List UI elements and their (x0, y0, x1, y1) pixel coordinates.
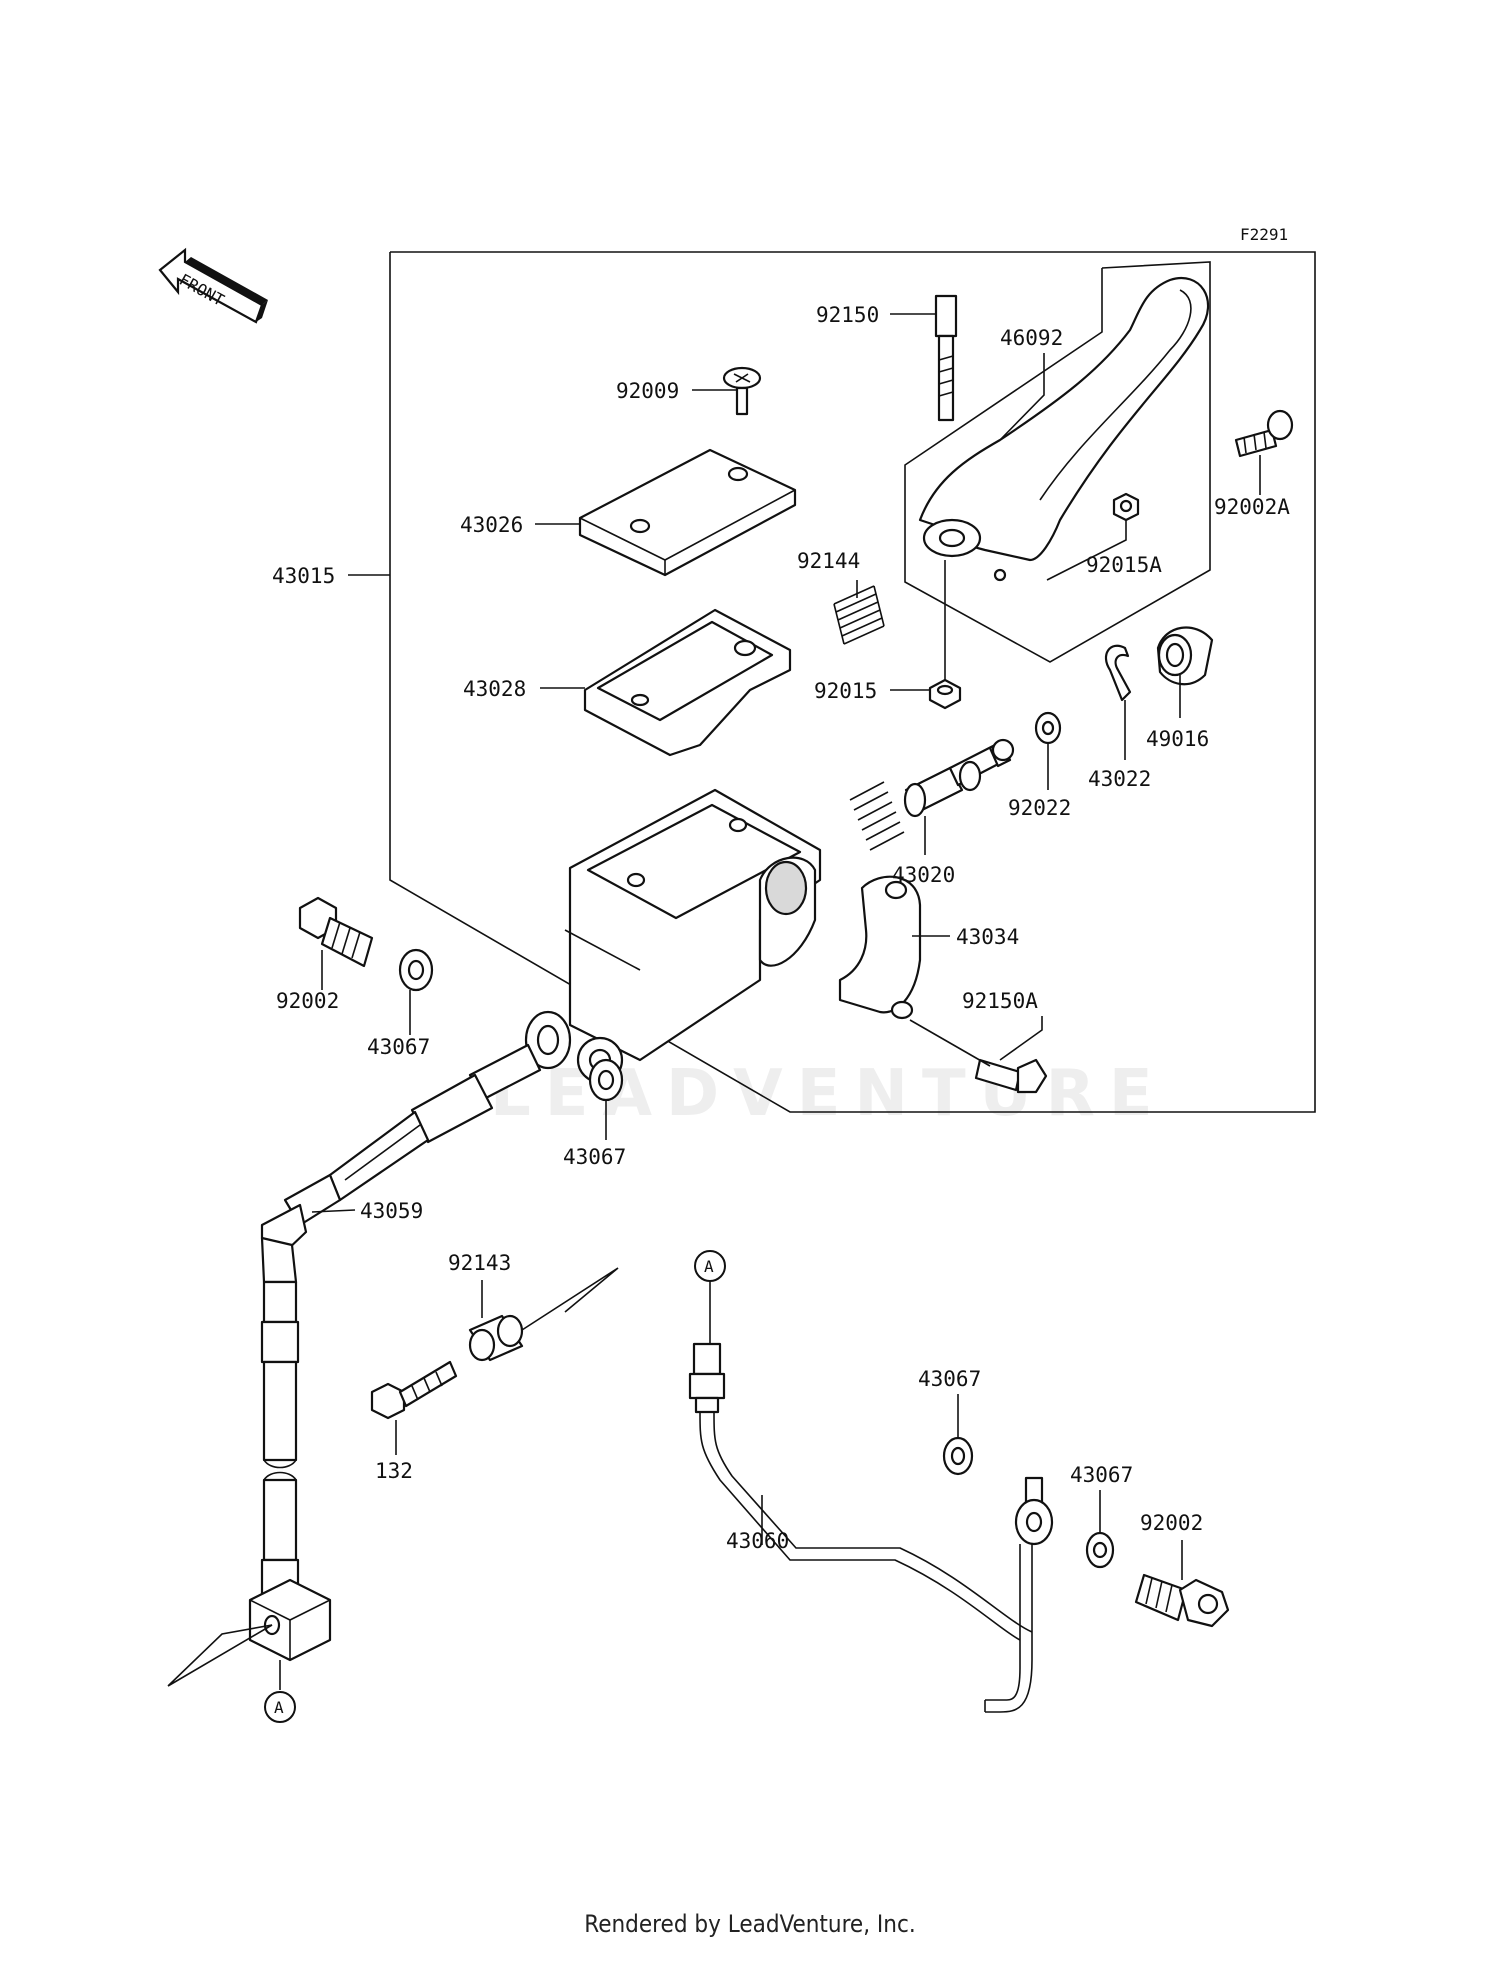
washer-43067-c (942, 1436, 974, 1476)
bolt-132 (370, 1360, 458, 1420)
clamp-43034 (838, 875, 922, 1020)
label-43028: 43028 (463, 677, 526, 701)
label-92143: 92143 (448, 1251, 511, 1275)
label-43067-d: 43067 (1070, 1463, 1133, 1487)
label-92009: 92009 (616, 379, 679, 403)
label-43067-c: 43067 (918, 1367, 981, 1391)
label-43022: 43022 (1088, 767, 1151, 791)
brake-pipe-43060 (688, 1342, 1054, 1713)
label-43020: 43020 (892, 863, 955, 887)
label-43067-b: 43067 (563, 1145, 626, 1169)
label-92015A: 92015A (1086, 553, 1162, 577)
label-92002-bottom: 92002 (1140, 1511, 1203, 1535)
label-43026: 43026 (460, 513, 523, 537)
label-43034: 43034 (956, 925, 1019, 949)
bolt-92002A (1234, 409, 1294, 458)
callout-a-bottom: A (264, 1691, 296, 1723)
label-92144: 92144 (797, 549, 860, 573)
label-43067-a: 43067 (367, 1035, 430, 1059)
label-43015: 43015 (272, 564, 335, 588)
cap-43026 (578, 448, 797, 577)
nut-92015A (1112, 492, 1140, 522)
label-43060: 43060 (726, 1529, 789, 1553)
boot-49016 (1156, 626, 1214, 686)
leader-lines (167, 313, 1261, 1690)
label-132: 132 (375, 1459, 413, 1483)
assembly-frame (389, 251, 1316, 1113)
callout-a-bottom-label: A (274, 1698, 284, 1717)
washer-43067-b (588, 1058, 624, 1102)
master-cylinder-body (564, 788, 822, 1084)
label-92015: 92015 (814, 679, 877, 703)
brake-hose-43059 (248, 1010, 572, 1662)
label-92022: 92022 (1008, 796, 1071, 820)
banjo-bolt-92002-top (298, 896, 374, 968)
lever-subframe (904, 261, 1211, 663)
adjuster-bolt-92150 (934, 294, 958, 422)
washer-92022 (1034, 711, 1062, 745)
label-46092: 46092 (1000, 326, 1063, 350)
lever-46092 (918, 277, 1210, 582)
callout-a-top: A (694, 1250, 726, 1282)
nut-92015 (928, 678, 962, 710)
diaphragm-43028 (583, 608, 792, 757)
label-92002A: 92002A (1214, 495, 1290, 519)
footer-credit: Rendered by LeadVenture, Inc. (584, 1910, 916, 1938)
washer-43067-d (1085, 1531, 1115, 1569)
label-92002-top: 92002 (276, 989, 339, 1013)
figure-code: F2291 (1240, 225, 1288, 244)
label-49016: 49016 (1146, 727, 1209, 751)
front-arrow-icon: FRONT (158, 247, 268, 324)
screw-92009 (722, 366, 762, 416)
label-92150A: 92150A (962, 989, 1038, 1013)
collar-92143 (468, 1314, 524, 1362)
label-92150: 92150 (816, 303, 879, 327)
piston-43020 (849, 738, 1015, 851)
label-43059: 43059 (360, 1199, 423, 1223)
callout-a-top-label: A (704, 1257, 714, 1276)
washer-43067-a (398, 948, 434, 992)
banjo-bolt-92002-bottom (1134, 1573, 1230, 1628)
bolt-92150A (974, 1058, 1048, 1094)
spring-92144 (833, 585, 885, 645)
circlip-43022 (1104, 644, 1132, 702)
